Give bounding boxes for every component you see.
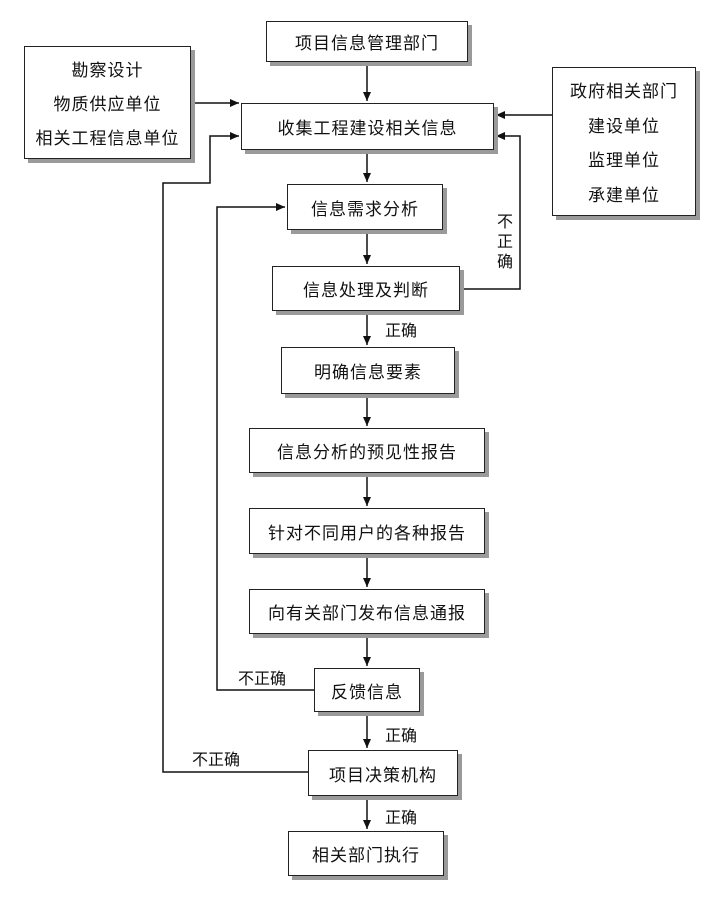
- box-publish: 向有关部门发布信息通报: [249, 589, 485, 634]
- box-report: 信息分析的预见性报告: [249, 428, 485, 473]
- box-execute: 相关部门执行: [288, 831, 444, 876]
- label-incorrect-feedback: 不正确: [238, 669, 287, 688]
- arrow-feedback-incorrect-loop: [216, 203, 314, 691]
- box-demand: 信息需求分析: [287, 184, 443, 230]
- label-char: 正: [496, 232, 513, 251]
- label-incorrect-decision: 不正确: [192, 750, 241, 769]
- box-elements: 明确信息要素: [281, 347, 455, 394]
- label-char: 不: [496, 212, 513, 231]
- box-decision: 项目决策机构: [308, 750, 458, 796]
- box-left-sources: 勘察设计 物质供应单位 相关工程信息单位: [24, 46, 191, 159]
- box-right-sources: 政府相关部门 建设单位 监理单位 承建单位: [552, 67, 696, 216]
- label-correct-process: 正确: [385, 321, 418, 340]
- left-source-item: 勘察设计: [71, 61, 144, 81]
- box-users: 针对不同用户的各种报告: [249, 508, 485, 554]
- box-feedback: 反馈信息: [314, 668, 420, 712]
- label-correct-feedback: 正确: [385, 726, 418, 745]
- right-source-item: 政府相关部门: [570, 82, 678, 103]
- left-source-item: 物质供应单位: [53, 95, 162, 115]
- right-source-item: 监理单位: [588, 151, 660, 172]
- arrow-process-incorrect-loop: [460, 132, 521, 290]
- label-incorrect-vertical: 不 正 确: [496, 212, 514, 272]
- box-process: 信息处理及判断: [272, 266, 460, 311]
- label-correct-decision: 正确: [385, 808, 418, 827]
- box-collect: 收集工程建设相关信息: [241, 103, 494, 150]
- label-char: 确: [496, 252, 513, 271]
- box-dept: 项目信息管理部门: [266, 21, 468, 62]
- right-source-item: 建设单位: [588, 116, 660, 137]
- right-source-item: 承建单位: [588, 185, 660, 206]
- arrow-decision-incorrect-loop: [162, 132, 308, 773]
- left-source-item: 相关工程信息单位: [35, 129, 180, 149]
